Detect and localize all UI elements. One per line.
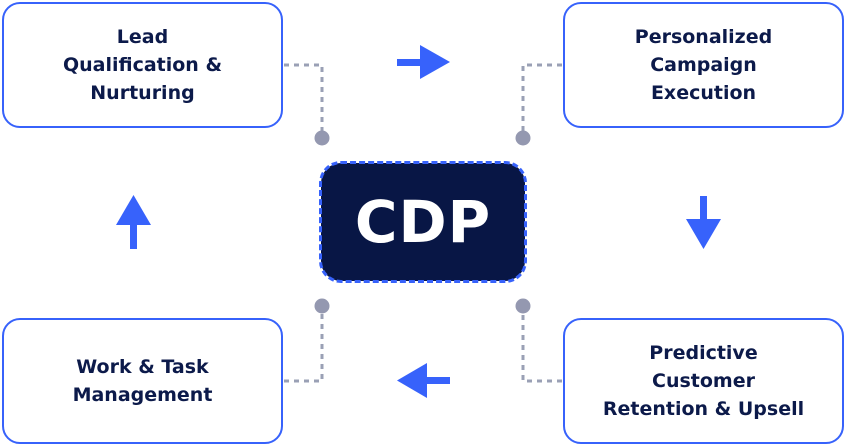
stage-label: Predictive Customer Retention & Upsell xyxy=(602,342,805,420)
stage-work-task-management: Work & Task Management xyxy=(2,318,283,444)
stage-personalized-campaign: Personalized Campaign Execution xyxy=(563,2,844,128)
stage-label: Lead Qualification & Nurturing xyxy=(62,26,223,104)
arrow-up-icon xyxy=(116,195,151,249)
connector-dot xyxy=(515,298,531,314)
stage-label: Personalized Campaign Execution xyxy=(634,26,773,104)
connector-dot xyxy=(314,130,330,146)
arrow-down-icon xyxy=(686,196,721,249)
connector-top-right xyxy=(521,63,562,134)
connector-top-left xyxy=(284,63,324,134)
arrow-left-icon xyxy=(397,363,450,398)
stage-lead-qualification: Lead Qualification & Nurturing xyxy=(2,2,283,128)
connector-dot xyxy=(515,130,531,146)
cdp-label: CDP xyxy=(354,188,492,256)
connector-dot xyxy=(314,298,330,314)
stage-predictive-retention: Predictive Customer Retention & Upsell xyxy=(563,318,844,444)
arrow-right-icon xyxy=(397,45,450,79)
cdp-center-box: CDP xyxy=(319,161,527,283)
connector-bottom-right xyxy=(521,311,562,383)
stage-label: Work & Task Management xyxy=(72,356,213,406)
connector-bottom-left xyxy=(284,311,324,383)
